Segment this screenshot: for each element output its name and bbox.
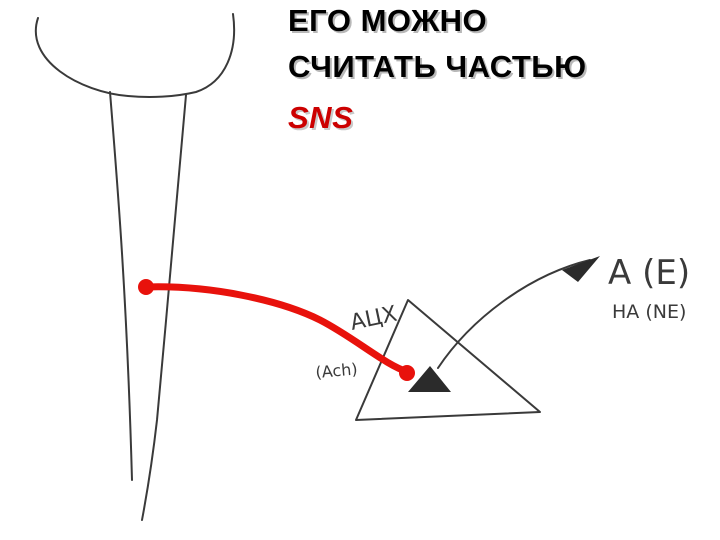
title-line-1: ЕГО МОЖНО bbox=[288, 3, 488, 38]
postganglionic-arrow bbox=[437, 259, 591, 369]
axon-start-dot bbox=[138, 279, 154, 295]
axon-end-dot bbox=[399, 365, 415, 381]
ganglion-triangle bbox=[355, 299, 541, 421]
label-adrenaline: A (E) bbox=[608, 253, 690, 293]
arrowhead-icon bbox=[562, 256, 600, 282]
title-line-2: СЧИТАТЬ ЧАСТЬЮ bbox=[288, 49, 587, 84]
synapse-terminal bbox=[408, 366, 451, 392]
preganglionic-axon bbox=[142, 283, 412, 376]
spinal-cord-right-edge bbox=[141, 94, 187, 521]
spinal-cord-outline bbox=[34, 13, 236, 98]
label-acetylcholine-ru: АЦХ bbox=[348, 302, 399, 336]
label-noradrenaline: НА (NE) bbox=[612, 301, 686, 323]
spinal-cord-left-edge bbox=[109, 91, 133, 481]
label-acetylcholine-en: (Ach) bbox=[315, 359, 359, 382]
title-sns: SNS bbox=[288, 100, 354, 135]
